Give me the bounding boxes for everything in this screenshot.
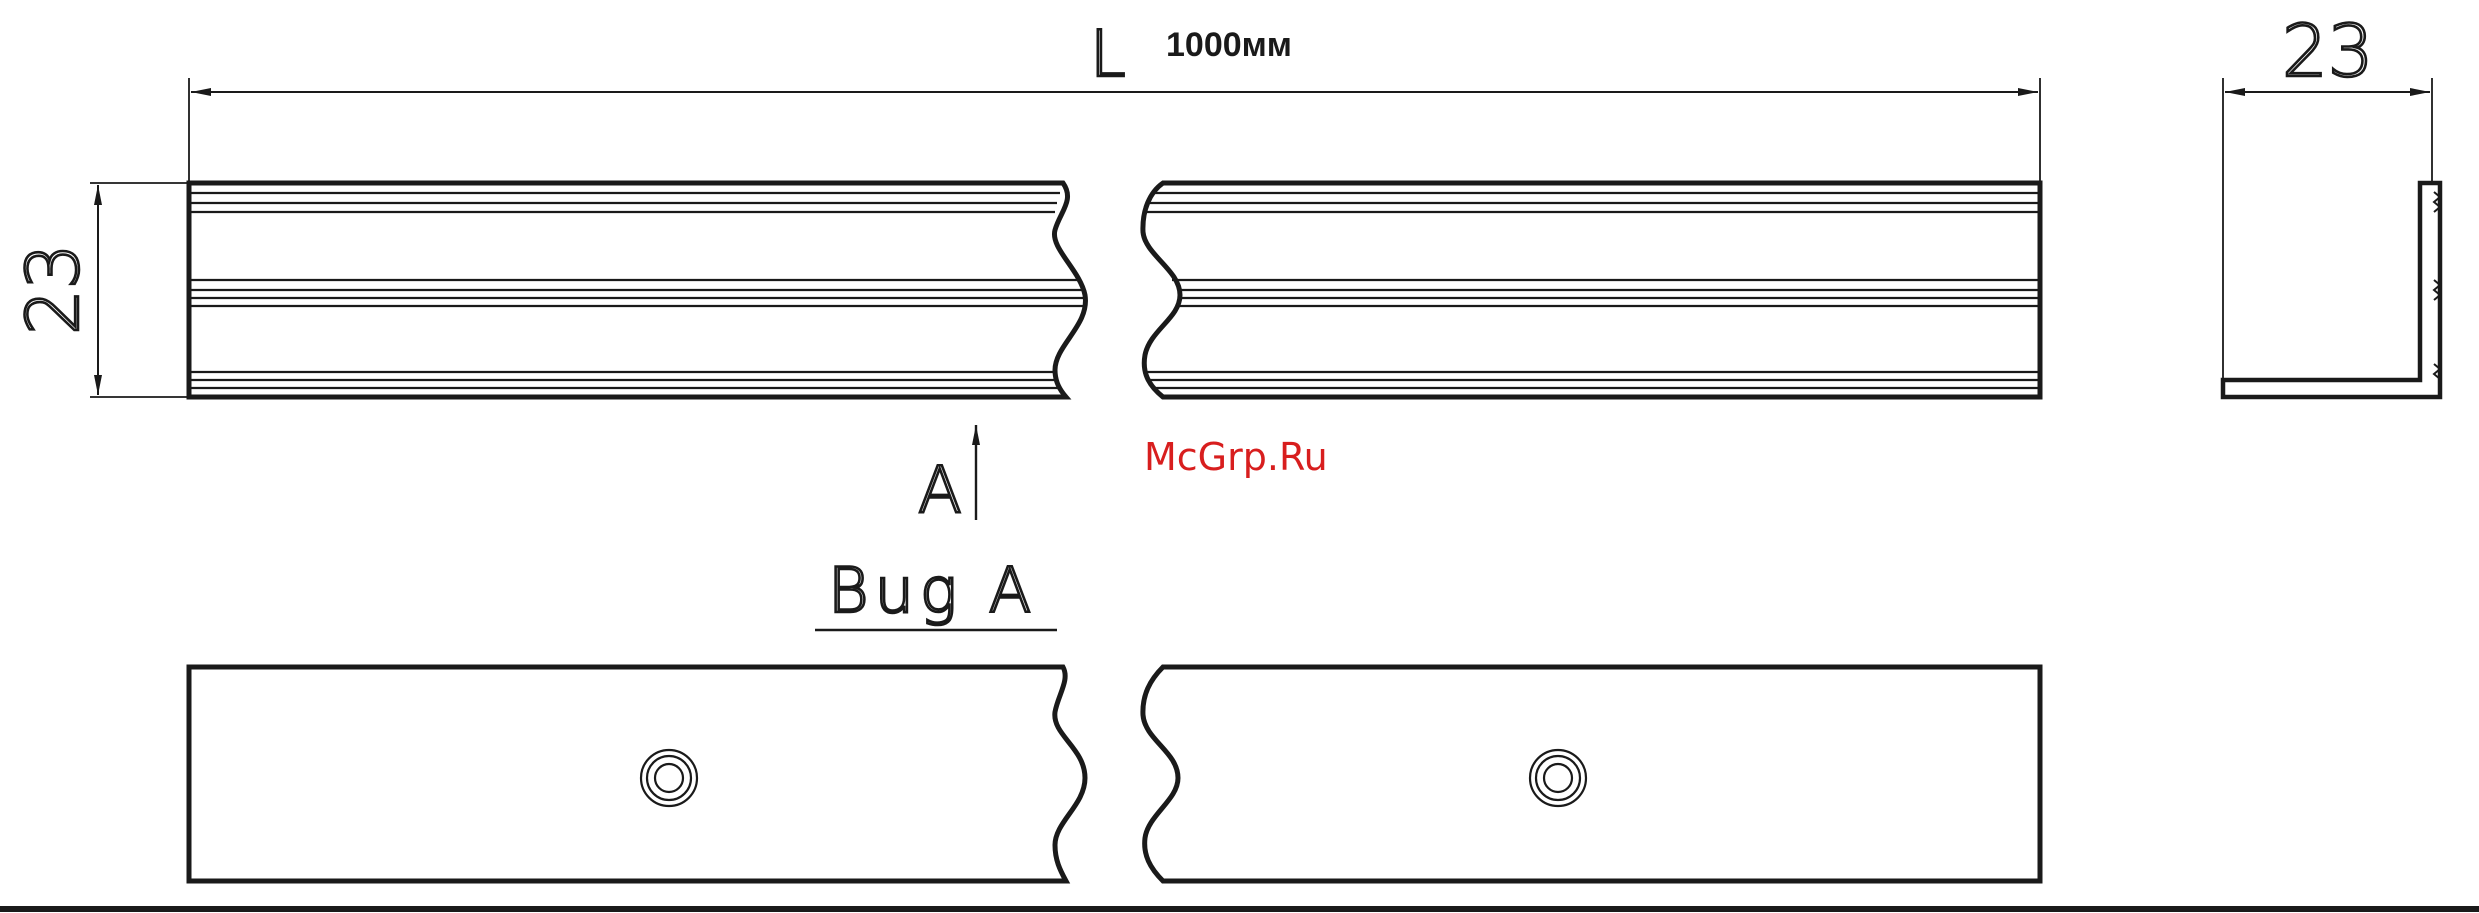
l-profile-section	[2223, 183, 2440, 397]
profile-front-view	[189, 183, 2040, 397]
view-title: Bug A	[828, 554, 1037, 627]
screw-hole-right	[1530, 750, 1586, 806]
height-dimension	[90, 183, 189, 397]
screw-hole-left	[641, 750, 697, 806]
section-marker-label: A	[918, 454, 962, 528]
bottom-left-segment	[189, 667, 1085, 881]
watermark: McGrp.Ru	[1144, 435, 1328, 479]
length-dimension	[189, 78, 2040, 183]
length-value: 1000мм	[1166, 26, 1292, 64]
profile-grooves-right	[1144, 193, 2040, 388]
profile-side-view	[2223, 78, 2440, 397]
profile-bottom-view	[189, 667, 2040, 881]
profile-grooves-left	[189, 193, 1085, 388]
length-symbol: L	[1090, 18, 1126, 92]
bottom-right-segment	[1143, 667, 2040, 881]
width-dimension-value: 23	[2282, 9, 2374, 93]
height-dimension-value: 23	[11, 243, 95, 335]
